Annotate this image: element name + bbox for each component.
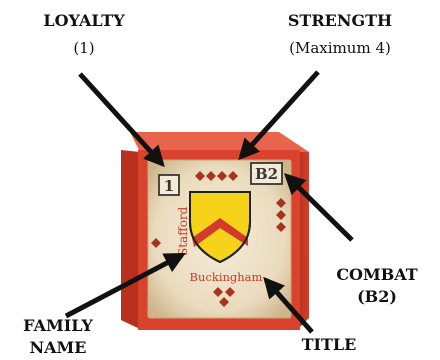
strength-pips-bottom [213, 287, 235, 307]
strength-pip [151, 238, 161, 248]
strength-pip [276, 210, 286, 220]
strength-callout-label: STRENGTH [288, 11, 392, 30]
combat-callout: COMBAT (B2) [336, 265, 417, 306]
strength-pips-top [195, 171, 238, 181]
stafford-shield-icon [189, 191, 251, 264]
strength-callout-sub: (Maximum 4) [289, 39, 391, 57]
title-callout-label: TITLE [302, 335, 357, 354]
loyalty-box-frame [158, 174, 180, 196]
loyalty-callout: LOYALTY (1) [43, 11, 125, 57]
combat-box: B2 [250, 162, 283, 185]
combat-value: B2 [255, 165, 278, 183]
combat-box-frame [250, 162, 283, 185]
strength-pip [219, 297, 229, 307]
family-name-arrow [64, 252, 186, 319]
loyalty-box: 1 [158, 174, 180, 196]
strength-pip [225, 287, 235, 297]
strength-pip [206, 171, 216, 181]
title-arrow [263, 276, 314, 334]
strength-pip [276, 198, 286, 208]
sticker-border [147, 159, 292, 319]
title-callout: TITLE [302, 335, 357, 354]
title-label: Buckingham [190, 270, 263, 284]
strength-pip [217, 171, 227, 181]
strength-pips-left [151, 238, 161, 248]
combat-callout-line1: COMBAT [336, 265, 417, 284]
loyalty-callout-label: LOYALTY [43, 11, 125, 30]
loyalty-arrow [78, 72, 165, 168]
strength-callout: STRENGTH (Maximum 4) [288, 11, 392, 57]
callout-arrows [64, 70, 354, 334]
strength-pips-right [276, 198, 286, 232]
strength-arrow [238, 70, 320, 161]
block-left-face [121, 150, 140, 329]
loyalty-callout-sub: (1) [73, 39, 94, 57]
block-top-face [130, 132, 309, 152]
combat-callout-line2: (B2) [357, 287, 397, 306]
strength-pip [195, 171, 205, 181]
strength-pip [213, 287, 223, 297]
family-name-callout: FAMILY NAME [23, 316, 93, 357]
loyalty-value: 1 [164, 177, 174, 195]
combat-arrow [284, 173, 354, 242]
family-name-callout-line1: FAMILY [23, 316, 93, 335]
family-name-callout-line2: NAME [30, 338, 87, 357]
family-name-label: Stafford [176, 206, 190, 256]
strength-pip [228, 171, 238, 181]
strength-pip [276, 222, 286, 232]
